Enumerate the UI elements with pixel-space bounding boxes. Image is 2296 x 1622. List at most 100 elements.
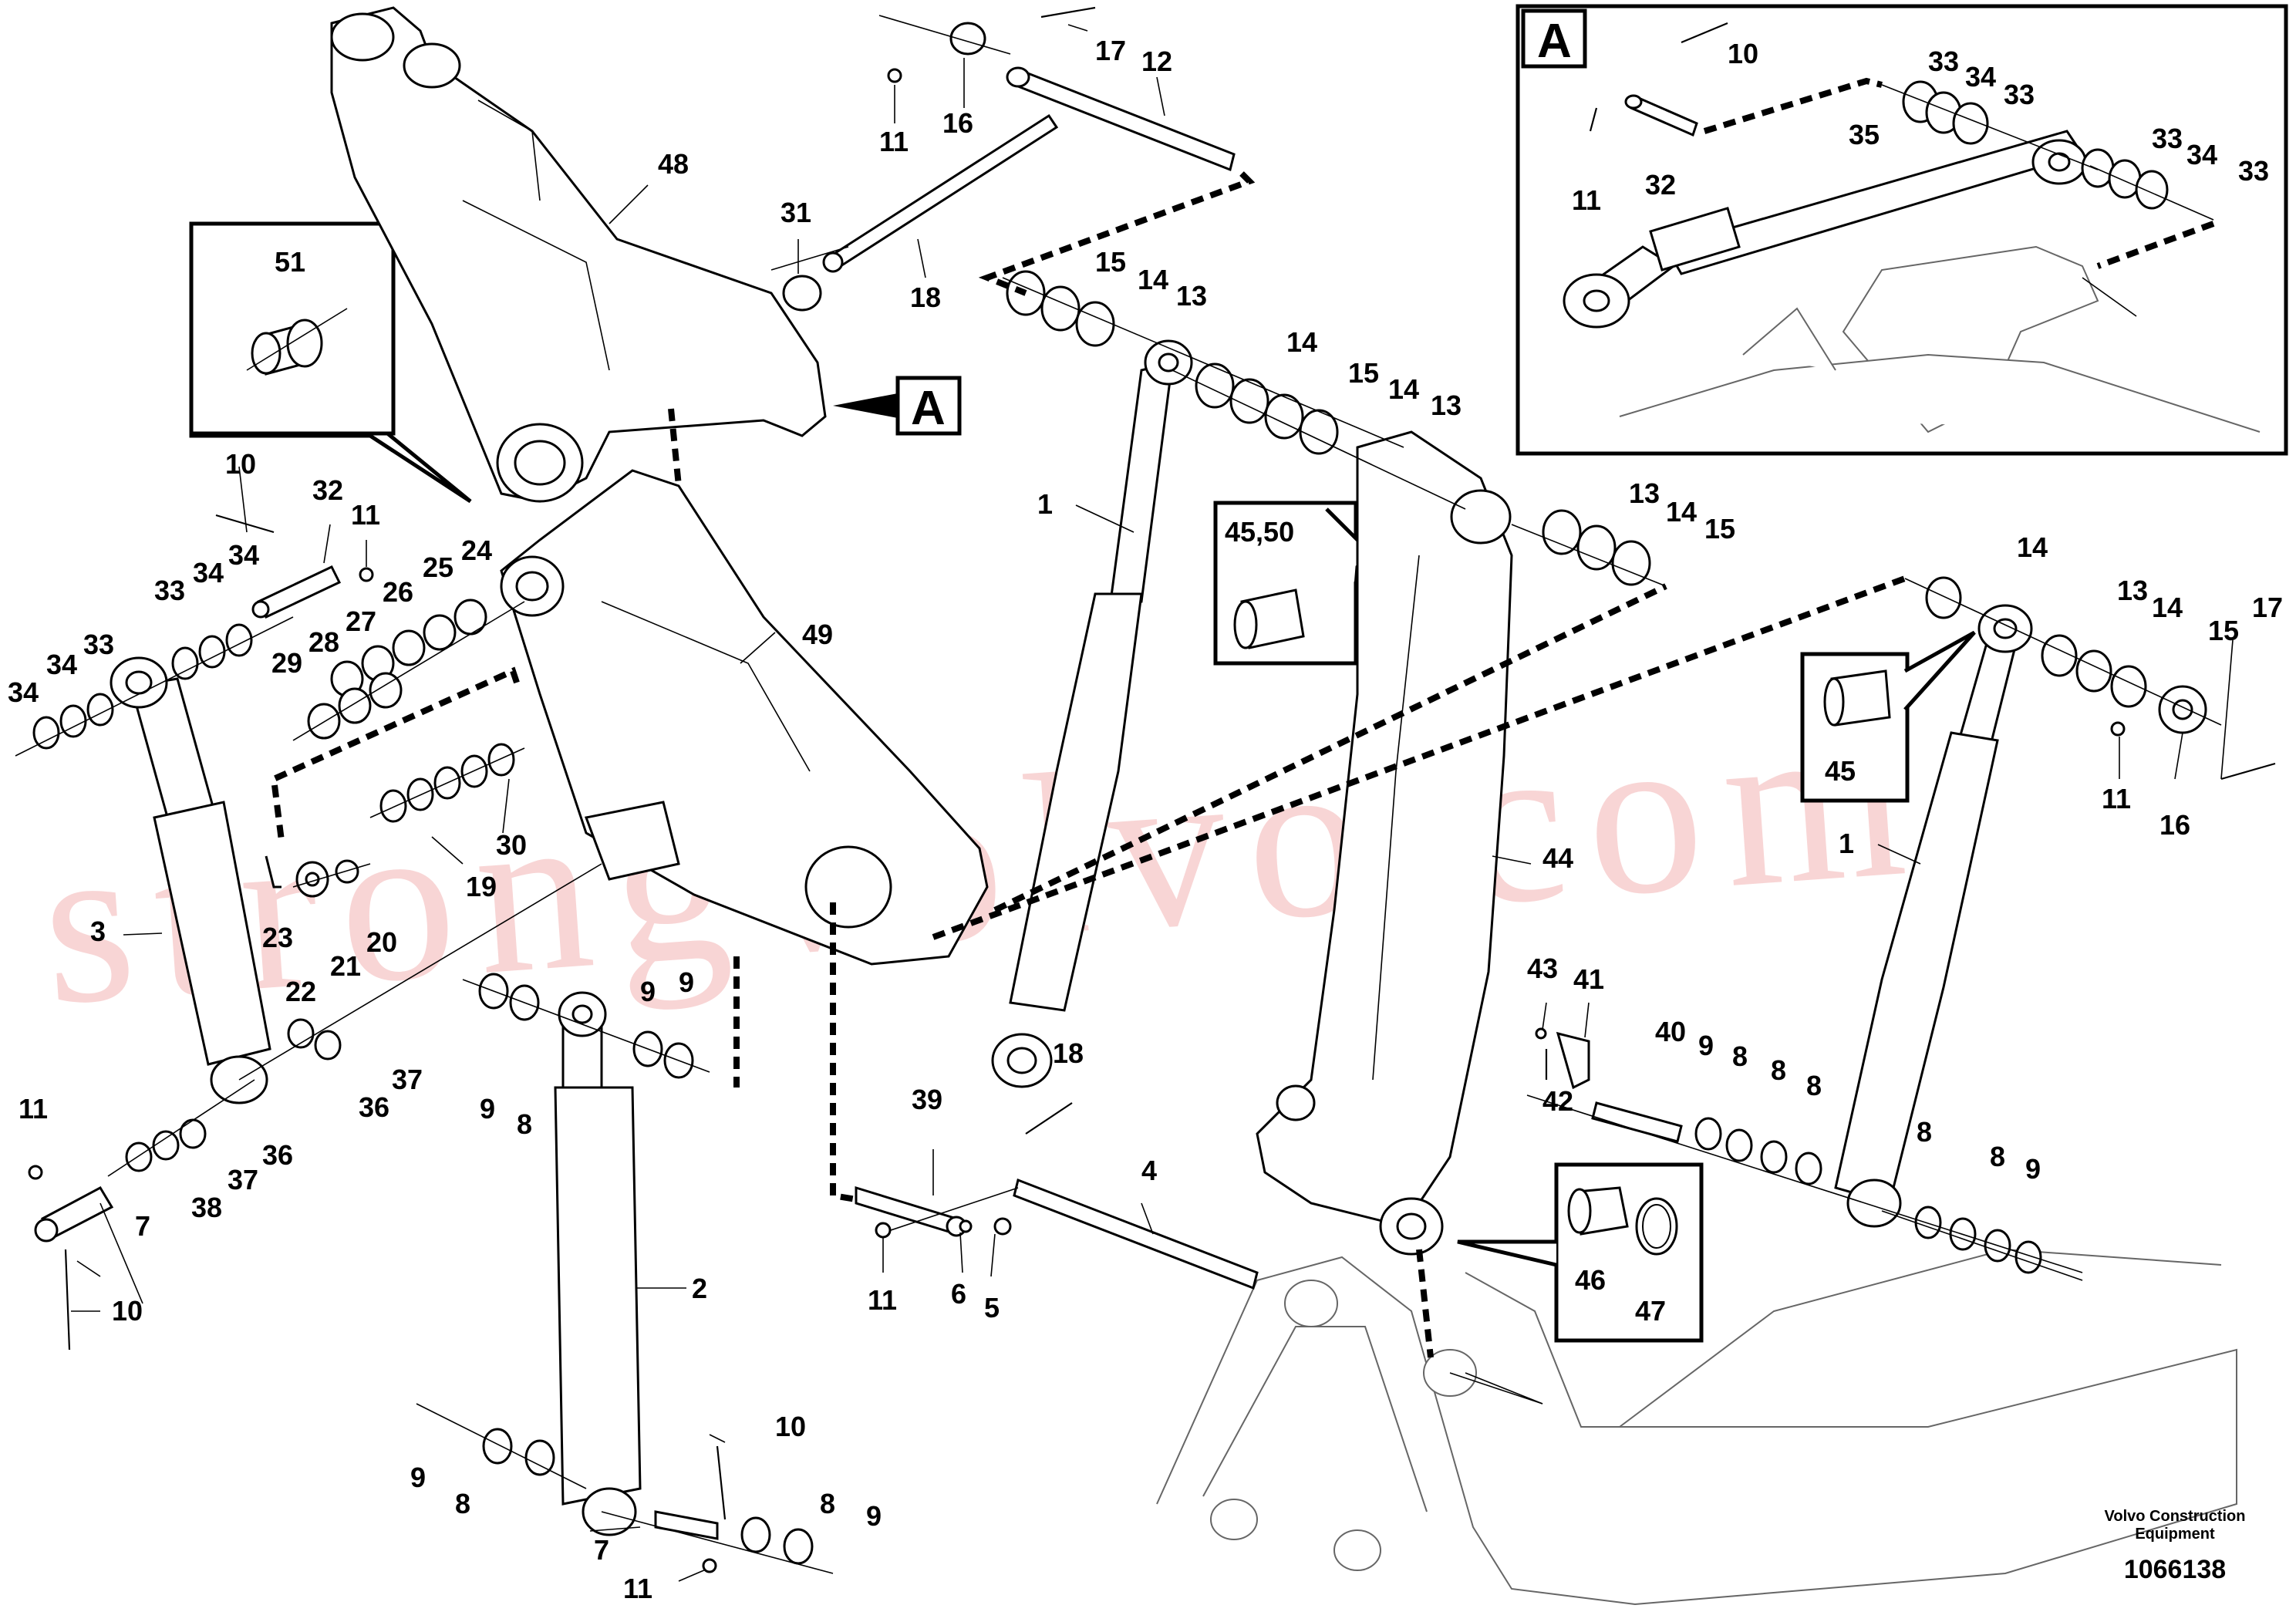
callout-1-mid: 1: [1037, 488, 1053, 520]
callout-13-b: 13: [1431, 389, 1462, 421]
detail-a-label: A: [1537, 15, 1572, 68]
callout-32-l: 32: [312, 474, 343, 506]
callout-34-l4: 34: [46, 649, 77, 680]
callout-33-l1: 33: [154, 575, 185, 606]
callout-9-d: 9: [410, 1462, 426, 1493]
callout-a-33-4: 33: [2238, 155, 2269, 187]
callout-39: 39: [912, 1084, 942, 1115]
callout-14-e: 14: [2017, 531, 2048, 563]
callout-25: 25: [423, 551, 453, 583]
callout-51: 51: [275, 246, 305, 278]
detail-a-washers: [1902, 80, 2169, 210]
callout-9-g: 9: [2025, 1153, 2041, 1185]
detail-a-dashed-link-1: [1703, 77, 1883, 134]
callout-36-b: 36: [262, 1139, 293, 1171]
callout-29: 29: [271, 647, 302, 679]
callout-15-d: 15: [2208, 615, 2239, 646]
callout-34-l2: 34: [228, 539, 259, 571]
callout-13-c: 13: [1629, 477, 1660, 509]
callout-7-a: 7: [135, 1210, 150, 1242]
callout-37-a: 37: [392, 1064, 423, 1095]
callout-16-top: 16: [942, 107, 973, 139]
callout-30: 30: [496, 829, 527, 861]
callout-10-c: 10: [775, 1411, 806, 1442]
callout-11-d: 11: [623, 1573, 652, 1604]
callout-8-a: 8: [517, 1108, 532, 1140]
callout-7-b: 7: [594, 1534, 609, 1566]
callout-14-c: 14: [1388, 373, 1419, 405]
cylinder-1-center: 1: [991, 339, 1193, 1088]
pins: [34, 6, 2276, 1540]
callout-38: 38: [191, 1192, 222, 1223]
callout-8-b: 8: [455, 1488, 470, 1519]
small-parts: [28, 68, 2126, 1573]
callout-49: 49: [802, 619, 833, 650]
callout-2: 2: [692, 1273, 707, 1304]
credit-line-1: Volvo Construction: [2105, 1508, 2246, 1525]
callout-33-l2: 33: [83, 629, 114, 660]
callout-8-d: 8: [1732, 1040, 1748, 1072]
callout-9-a: 9: [480, 1093, 495, 1125]
callout-40: 40: [1655, 1016, 1686, 1047]
detail-4647-bushing-seal: 46 47: [1457, 1162, 1704, 1343]
callout-22: 22: [285, 976, 316, 1007]
cylinder-2-bottom: 2: [554, 991, 707, 1536]
boom-48: 48: [330, 6, 827, 503]
cylinder-3-left: 3: [90, 656, 271, 1104]
callout-3: 3: [90, 916, 106, 947]
callout-14-d: 14: [1666, 496, 1697, 528]
callout-34-l3: 34: [8, 676, 39, 708]
boom-49: 49: [500, 469, 989, 966]
callout-17-top: 17: [1095, 35, 1126, 66]
callout-a-11: 11: [1572, 184, 1601, 216]
callout-9-f: 9: [1698, 1030, 1714, 1061]
callout-a-34-1: 34: [1965, 61, 1996, 93]
callout-14-b: 14: [1286, 326, 1317, 358]
callout-34-l1: 34: [193, 557, 224, 588]
callout-labels: 17 12 16 11 31 18 15 14 13 14 15 14 13 1…: [8, 35, 2283, 1604]
callout-8-e: 8: [1771, 1054, 1786, 1086]
callout-31: 31: [781, 197, 811, 228]
callout-37-b: 37: [228, 1164, 258, 1195]
callout-11-l: 11: [351, 499, 380, 531]
callout-36-a: 36: [359, 1091, 389, 1123]
callout-43: 43: [1527, 953, 1558, 984]
detail-45-bushing: 45: [1800, 630, 1976, 803]
callout-26: 26: [383, 576, 413, 608]
callout-42: 42: [1542, 1085, 1573, 1117]
callout-41: 41: [1573, 963, 1604, 995]
document-number: 1066138: [2124, 1555, 2226, 1584]
callout-20: 20: [366, 926, 397, 958]
callout-a-35: 35: [1849, 119, 1880, 150]
callout-15-c: 15: [1704, 513, 1735, 545]
callout-11-top: 11: [879, 126, 909, 157]
washers: [32, 22, 2207, 1565]
callout-14-a: 14: [1138, 264, 1168, 295]
detail-a-bolt: [1681, 22, 1728, 44]
callout-14-f: 14: [2152, 592, 2183, 623]
cylinder-1-right: 1: [1834, 604, 2033, 1228]
callout-6: 6: [951, 1278, 966, 1310]
dashed-assembly-links: [270, 171, 1907, 1358]
callout-13-d: 13: [2117, 575, 2148, 606]
callout-46: 46: [1575, 1264, 1606, 1296]
callout-15-b: 15: [1348, 357, 1379, 389]
callout-a-33-2: 33: [2004, 79, 2035, 110]
callout-21: 21: [330, 950, 361, 982]
callout-8-g: 8: [1917, 1116, 1932, 1148]
detail-view-a: A: [1515, 4, 2288, 456]
credit-line-2: Equipment: [2135, 1526, 2215, 1543]
callout-a-34-2: 34: [2186, 139, 2217, 170]
callout-18: 18: [910, 282, 941, 313]
callout-16-r: 16: [2159, 809, 2190, 841]
detail-a-reference: A: [833, 376, 962, 436]
detail-a-dashed-link-2: [2096, 221, 2215, 269]
detail-a-boom-outline: [1619, 245, 2261, 433]
callout-10-l: 10: [225, 448, 256, 480]
callout-1-right: 1: [1839, 828, 1854, 859]
detail-a-label-box: [1521, 8, 1587, 69]
callout-19: 19: [466, 871, 497, 902]
detail-4550-bushing: 45,50: [1213, 499, 1421, 666]
callout-23: 23: [262, 922, 293, 953]
